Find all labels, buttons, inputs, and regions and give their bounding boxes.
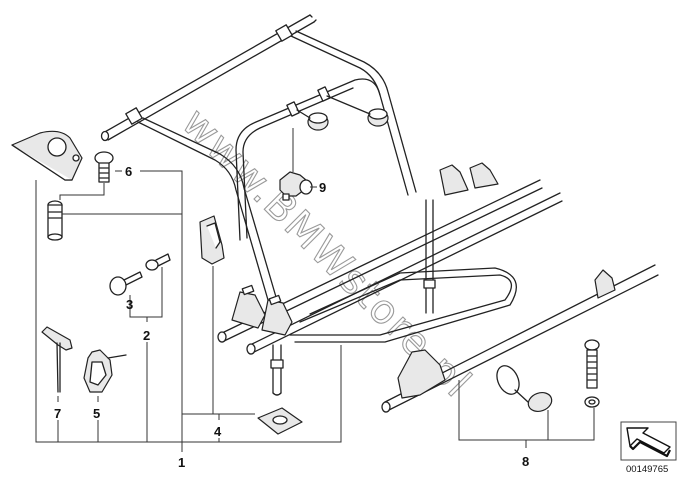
callout-9[interactable]: 9 [319,180,326,195]
callout-8[interactable]: 8 [522,454,529,469]
rack-frame[interactable] [100,14,563,396]
wheel-holder-right [367,108,389,127]
rail-bolt[interactable] [584,339,600,389]
wheel-holder-left [307,112,329,131]
threaded-sleeve[interactable] [47,200,63,241]
lock-cover[interactable] [199,215,225,265]
wheel-cradle-rear [439,162,499,196]
washer[interactable] [584,396,600,408]
callout-5[interactable]: 5 [93,406,100,421]
lock-bolt[interactable] [145,253,171,271]
leader-lines [35,128,595,452]
callout-4[interactable]: 4 [214,424,222,439]
key[interactable] [109,271,143,296]
rail-clamp[interactable] [493,362,555,414]
callout-6[interactable]: 6 [125,164,132,179]
wheel-cradle-front [231,284,293,336]
reference-number: 00149765 [626,464,668,475]
strap-clamp[interactable] [83,349,127,393]
callout-7[interactable]: 7 [54,406,61,421]
callout-1[interactable]: 1 [178,455,185,470]
mounting-wedge[interactable] [11,130,83,181]
wheel-rail[interactable] [381,264,659,413]
callout-3[interactable]: 3 [126,297,133,312]
t-handle-wrench[interactable] [41,326,73,393]
base-plate[interactable] [257,407,303,435]
torx-bolt[interactable] [94,151,114,183]
callout-2[interactable]: 2 [143,328,150,343]
direction-arrow-symbol [620,421,677,461]
frame-clamp[interactable] [279,171,313,201]
